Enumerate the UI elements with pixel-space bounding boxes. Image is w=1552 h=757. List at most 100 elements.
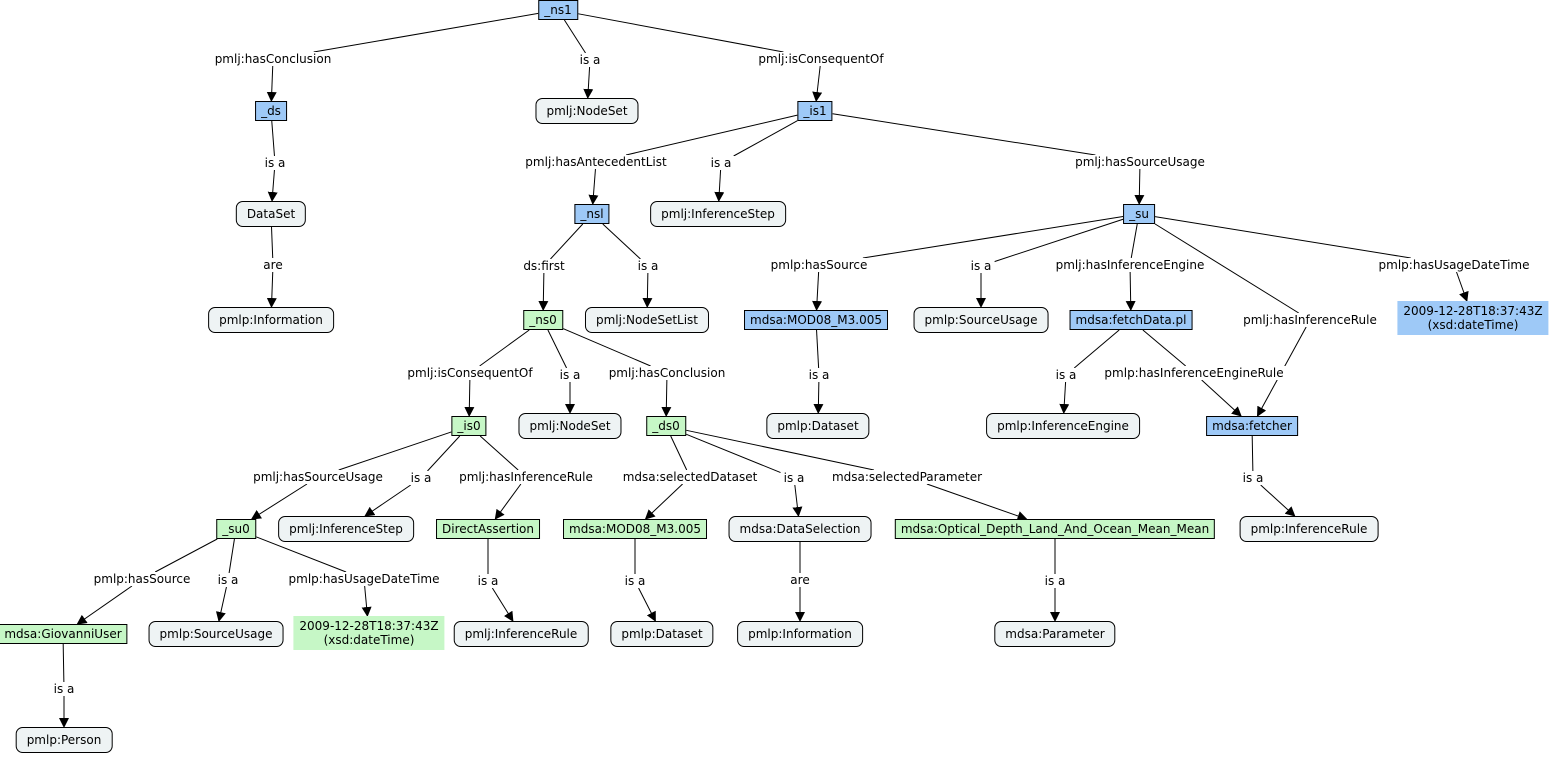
node-is1[interactable]: _is1	[797, 101, 833, 121]
node-label: pmlp:SourceUsage	[159, 627, 273, 641]
edge-e20-arrow	[464, 379, 475, 417]
node-directassertion[interactable]: DirectAssertion	[436, 519, 540, 539]
edge-e10-tail	[602, 223, 641, 260]
edge-label-e1: pmlj:hasConclusion	[211, 52, 335, 66]
node-dataselection[interactable]: mdsa:DataSelection	[728, 516, 872, 542]
node-label: pmlj:InferenceStep	[661, 207, 775, 221]
node-optical[interactable]: mdsa:Optical_Depth_Land_And_Ocean_Mean_M…	[894, 519, 1216, 539]
node-ds[interactable]: _ds	[255, 101, 287, 121]
edge-label-e3: pmlj:isConsequentOf	[755, 52, 887, 66]
node-nodesetlist[interactable]: pmlj:NodeSetList	[584, 307, 710, 333]
edge-label-e14: pmlj:hasInferenceRule	[1240, 313, 1380, 327]
edge-label-e16: is a	[805, 368, 833, 382]
node-fetchdata[interactable]: mdsa:fetchData.pl	[1069, 310, 1193, 330]
node-ns0[interactable]: _ns0	[523, 310, 563, 330]
node-inferencestep-mid[interactable]: pmlj:InferenceStep	[278, 516, 414, 542]
node-fetcher[interactable]: mdsa:fetcher	[1206, 416, 1298, 436]
edge-e31-tail	[255, 536, 347, 573]
edge-e12-tail	[994, 218, 1124, 263]
edge-label-e36: is a	[50, 682, 78, 696]
edge-e24-arrow	[364, 484, 411, 517]
node-mod08-green[interactable]: mdsa:MOD08_M3.005	[563, 519, 707, 539]
node-su0[interactable]: _su0	[216, 519, 256, 539]
edge-e17-arrow	[1059, 381, 1070, 414]
edge-e13-tail	[1130, 223, 1138, 259]
edge-label-e33: is a	[621, 574, 649, 588]
node-label: pmlp:InferenceEngine	[997, 419, 1129, 433]
edge-e24-tail	[427, 435, 461, 472]
edge-label-e26: mdsa:selectedDataset	[619, 470, 761, 484]
edge-e23-tail	[338, 431, 452, 471]
node-date-blue[interactable]: 2009-12-28T18:37:43Z(xsd:dateTime)	[1397, 301, 1549, 335]
node-parameter[interactable]: mdsa:Parameter	[994, 621, 1116, 647]
node-label: _is0	[457, 419, 481, 433]
node-su[interactable]: _su	[1123, 204, 1155, 224]
node-nsl[interactable]: _nsl	[574, 204, 610, 224]
edge-label-e23: pmlj:hasSourceUsage	[250, 470, 386, 484]
edge-e25-arrow	[494, 483, 522, 520]
edge-label-e9: ds:first	[520, 259, 568, 273]
edge-label-e30: is a	[214, 573, 242, 587]
node-date-green[interactable]: 2009-12-28T18:37:43Z(xsd:dateTime)	[293, 616, 445, 650]
edge-e32-arrow	[491, 587, 514, 622]
node-label: 2009-12-28T18:37:43Z	[1403, 304, 1543, 318]
node-dataset-cls[interactable]: DataSet	[235, 201, 307, 227]
node-label: _ns1	[544, 3, 572, 17]
node-label: mdsa:DataSelection	[739, 522, 861, 536]
edge-e30-tail	[228, 538, 235, 574]
edge-label-e4: is a	[261, 156, 289, 170]
node-nodeset-mid[interactable]: pmlj:NodeSet	[518, 413, 622, 439]
edge-e2-arrow	[583, 66, 594, 99]
node-label: pmlp:Information	[748, 627, 852, 641]
edge-e7-tail	[733, 120, 798, 157]
edge-label-e6: pmlj:hasAntecedentList	[522, 155, 670, 169]
edge-e1-tail	[313, 12, 539, 53]
node-person[interactable]: pmlp:Person	[15, 727, 113, 753]
node-information-bot[interactable]: pmlp:Information	[737, 621, 863, 647]
node-is0[interactable]: _is0	[451, 416, 487, 436]
node-inferencestep-top[interactable]: pmlj:InferenceStep	[650, 201, 786, 227]
node-label: DirectAssertion	[442, 522, 534, 536]
node-dataset-top[interactable]: pmlp:Dataset	[766, 413, 870, 439]
edge-e22-tail	[562, 327, 651, 367]
node-label: pmlp:SourceUsage	[924, 313, 1038, 327]
edge-label-e27: is a	[780, 471, 808, 485]
node-label: _ns0	[529, 313, 557, 327]
node-sourceusage-top[interactable]: pmlp:SourceUsage	[913, 307, 1049, 333]
node-giovanni[interactable]: mdsa:GiovanniUser	[0, 624, 128, 644]
edge-label-e28: mdsa:selectedParameter	[828, 470, 986, 484]
node-label: mdsa:fetchData.pl	[1075, 313, 1187, 327]
edge-label-e19: is a	[1239, 471, 1267, 485]
edge-e8-arrow	[1134, 168, 1145, 205]
edge-label-e11: pmlp:hasSource	[767, 258, 871, 272]
node-dataset-bot[interactable]: pmlp:Dataset	[610, 621, 714, 647]
node-label: mdsa:MOD08_M3.005	[569, 522, 701, 536]
edge-e5-arrow	[266, 271, 277, 308]
edge-e19-tail	[1251, 435, 1254, 472]
edge-e29-tail	[154, 538, 218, 573]
edge-e28-arrow	[926, 483, 1028, 521]
node-label: mdsa:Parameter	[1005, 627, 1105, 641]
edge-label-e17: is a	[1052, 368, 1080, 382]
node-inferencerule-bot[interactable]: pmlj:InferenceRule	[453, 621, 589, 647]
node-ns1[interactable]: _ns1	[538, 0, 578, 20]
edge-label-e7: is a	[707, 156, 735, 170]
node-ds0[interactable]: _ds0	[646, 416, 686, 436]
node-nodeset-top[interactable]: pmlj:NodeSet	[535, 98, 639, 124]
node-inferencerule-right[interactable]: pmlp:InferenceRule	[1239, 516, 1379, 542]
edge-label-e32: is a	[474, 574, 502, 588]
edge-e9-tail	[550, 223, 584, 260]
node-inferenceengine[interactable]: pmlp:InferenceEngine	[986, 413, 1140, 439]
node-label: pmlj:NodeSet	[546, 104, 628, 118]
edge-e25-tail	[479, 435, 519, 471]
node-mod08-blue[interactable]: mdsa:MOD08_M3.005	[744, 310, 888, 330]
node-label: 2009-12-28T18:37:43Z	[299, 619, 439, 633]
edge-label-e35: is a	[1041, 574, 1069, 588]
edge-label-e8: pmlj:hasSourceUsage	[1072, 155, 1208, 169]
edge-label-e20: pmlj:isConsequentOf	[404, 366, 536, 380]
node-information-top[interactable]: pmlp:Information	[208, 307, 334, 333]
node-sourceusage-bot[interactable]: pmlp:SourceUsage	[148, 621, 284, 647]
edge-e27-tail	[685, 433, 781, 474]
edge-e18-tail	[1142, 329, 1187, 367]
edge-e15-tail	[1154, 216, 1411, 259]
